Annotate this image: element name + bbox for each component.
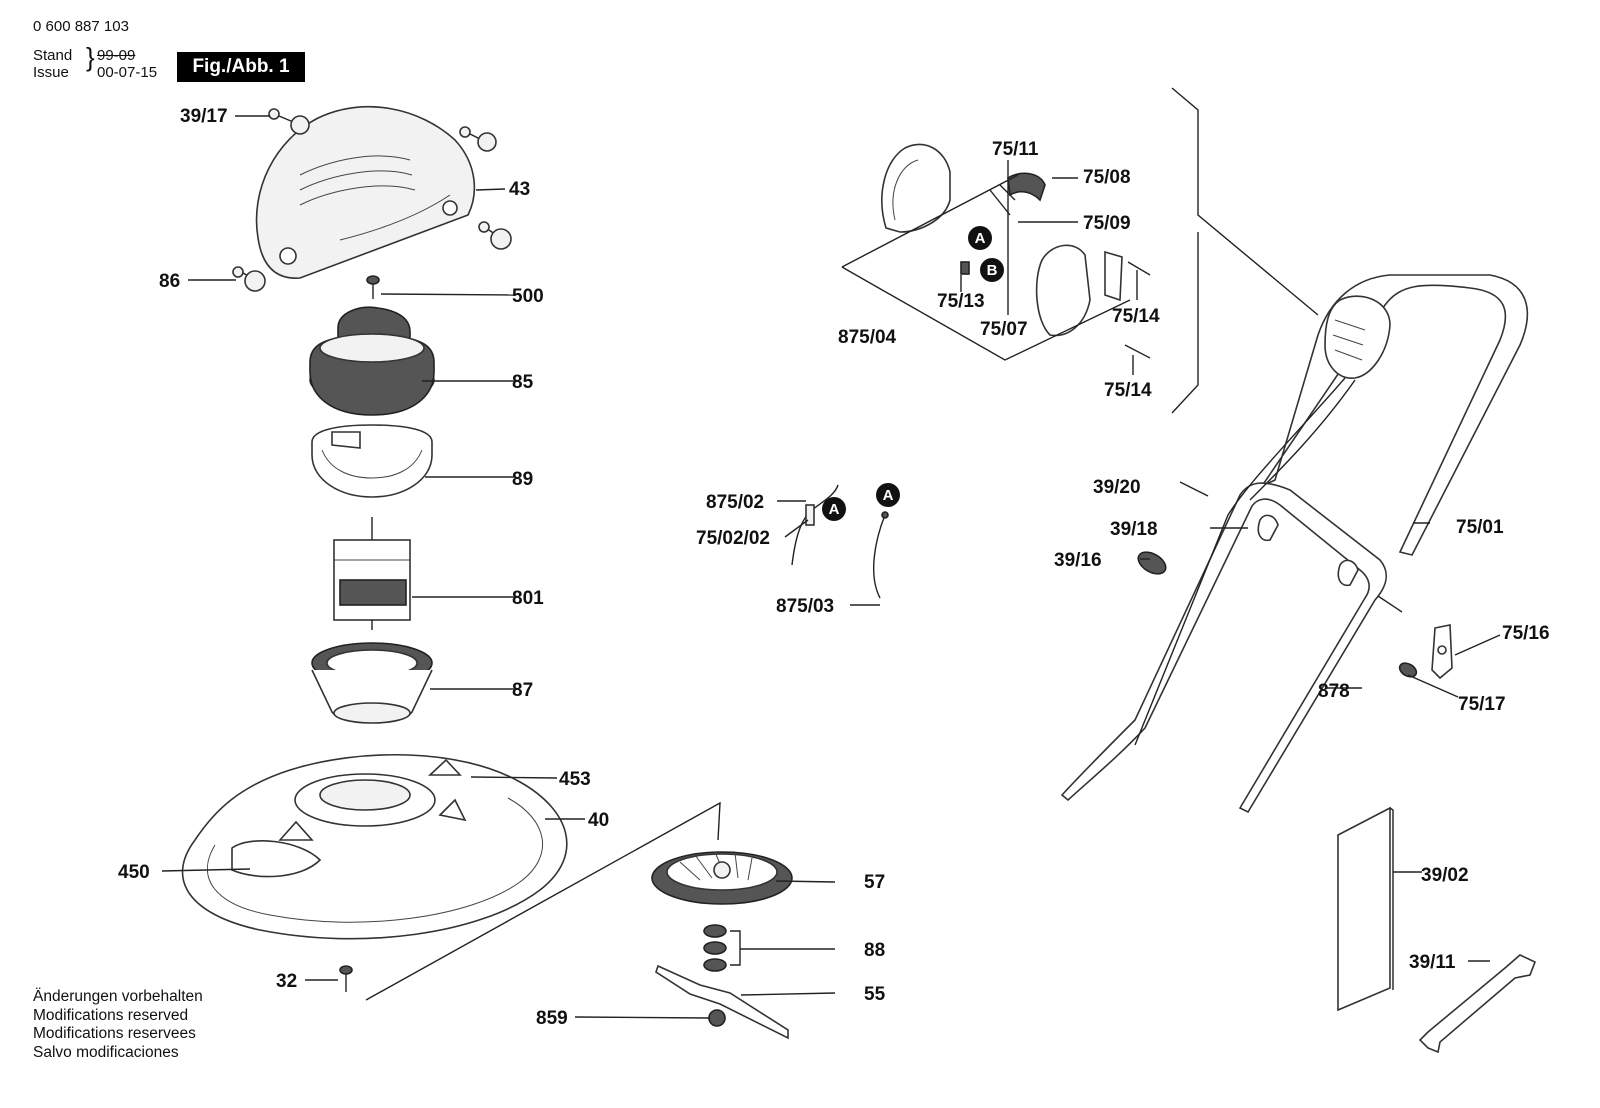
handle-assembly: [1060, 87, 1529, 814]
label-39-17: 39/17: [180, 106, 228, 127]
label-75-08: 75/08: [1083, 167, 1131, 188]
fan-57-part: [651, 851, 793, 905]
modification-notes: Änderungen vorbehalten Modifications res…: [33, 988, 203, 1062]
label-40: 40: [588, 810, 609, 831]
nut-75-17-part: [1398, 662, 1418, 678]
nut-39-16-part: [1137, 551, 1167, 575]
label-450: 450: [118, 862, 150, 883]
document-number: 0 600 887 103: [33, 18, 129, 35]
label-75-07: 75/07: [980, 319, 1028, 340]
screw-500-part: [366, 275, 380, 299]
label-801: 801: [512, 588, 544, 609]
note-de: Änderungen vorbehalten: [33, 988, 203, 1005]
brace-glyph: }: [86, 42, 95, 72]
label-75-01: 75/01: [1456, 517, 1504, 538]
stand-value: 99-09: [97, 47, 136, 64]
label-500: 500: [512, 286, 544, 307]
label-39-20: 39/20: [1093, 477, 1141, 498]
motor-mount-87-part: [311, 642, 433, 724]
label-878: 878: [1318, 681, 1350, 702]
marker-a-top: A: [968, 226, 992, 250]
washers-88-part: [703, 924, 727, 972]
note-fr: Modifications reservees: [33, 1025, 196, 1042]
switch-knob-part: [309, 306, 435, 416]
issue-value: 00-07-15: [97, 64, 158, 81]
svg-text:A: A: [829, 501, 840, 518]
switch-housing-group: [881, 143, 1151, 359]
nut-859-part: [708, 1009, 726, 1027]
label-39-02: 39/02: [1421, 865, 1469, 886]
label-32: 32: [276, 971, 297, 992]
cover-knob-parts: [232, 108, 512, 292]
screw-32-part: [339, 965, 353, 992]
manual-39-02-part: [1337, 806, 1394, 1012]
clip-75-16-part: [1431, 624, 1453, 680]
issue-label: Issue: [33, 64, 69, 81]
wrench-39-11-part: [1418, 954, 1537, 1054]
label-43: 43: [509, 179, 530, 200]
marker-a-wire: A: [876, 483, 900, 507]
label-39-18: 39/18: [1110, 519, 1158, 540]
label-75-02-02: 75/02/02: [696, 528, 770, 549]
label-875-03: 875/03: [776, 596, 834, 617]
label-88: 88: [864, 940, 885, 961]
motor-801-part: [333, 517, 411, 630]
blade-55-part: [655, 964, 789, 1040]
label-875-02: 875/02: [706, 492, 764, 513]
cable-875-02-part: [791, 484, 889, 599]
label-86: 86: [159, 271, 180, 292]
label-859: 859: [536, 1008, 568, 1029]
svg-text:A: A: [883, 487, 894, 504]
note-es: Salvo modificaciones: [33, 1043, 179, 1061]
marker-a-cable: A: [822, 497, 846, 521]
svg-text:A: A: [975, 230, 986, 247]
label-39-11: 39/11: [1409, 952, 1456, 973]
stand-label: Stand: [33, 47, 73, 64]
label-87: 87: [512, 680, 533, 701]
label-875-04: 875/04: [838, 327, 897, 348]
bolt-39-20-part: [1179, 481, 1209, 497]
motor-cover-part: [255, 106, 476, 279]
label-453: 453: [559, 769, 591, 790]
figure-badge: Fig./Abb. 1: [177, 52, 305, 82]
label-75-14-lower: 75/14: [1104, 380, 1152, 401]
bracket-line: [841, 174, 1019, 268]
label-75-09: 75/09: [1083, 213, 1131, 234]
label-75-16: 75/16: [1502, 623, 1550, 644]
leader-lines: [161, 115, 1501, 1019]
svg-text:B: B: [987, 262, 998, 279]
label-55: 55: [864, 984, 886, 1005]
label-75-17: 75/17: [1458, 694, 1506, 715]
label-57: 57: [864, 872, 885, 893]
label-75-13: 75/13: [937, 291, 985, 312]
label-85: 85: [512, 372, 534, 393]
housing-deck-part: [181, 753, 568, 940]
label-39-16: 39/16: [1054, 550, 1102, 571]
marker-b-top: B: [980, 258, 1004, 282]
screw-right-part: [1377, 595, 1403, 613]
ring-89-part: [311, 424, 433, 498]
label-75-11: 75/11: [992, 139, 1039, 160]
note-en: Modifications reserved: [33, 1006, 189, 1024]
bracket-line: [841, 266, 1131, 361]
label-89: 89: [512, 469, 533, 490]
label-75-14-upper: 75/14: [1112, 306, 1160, 327]
